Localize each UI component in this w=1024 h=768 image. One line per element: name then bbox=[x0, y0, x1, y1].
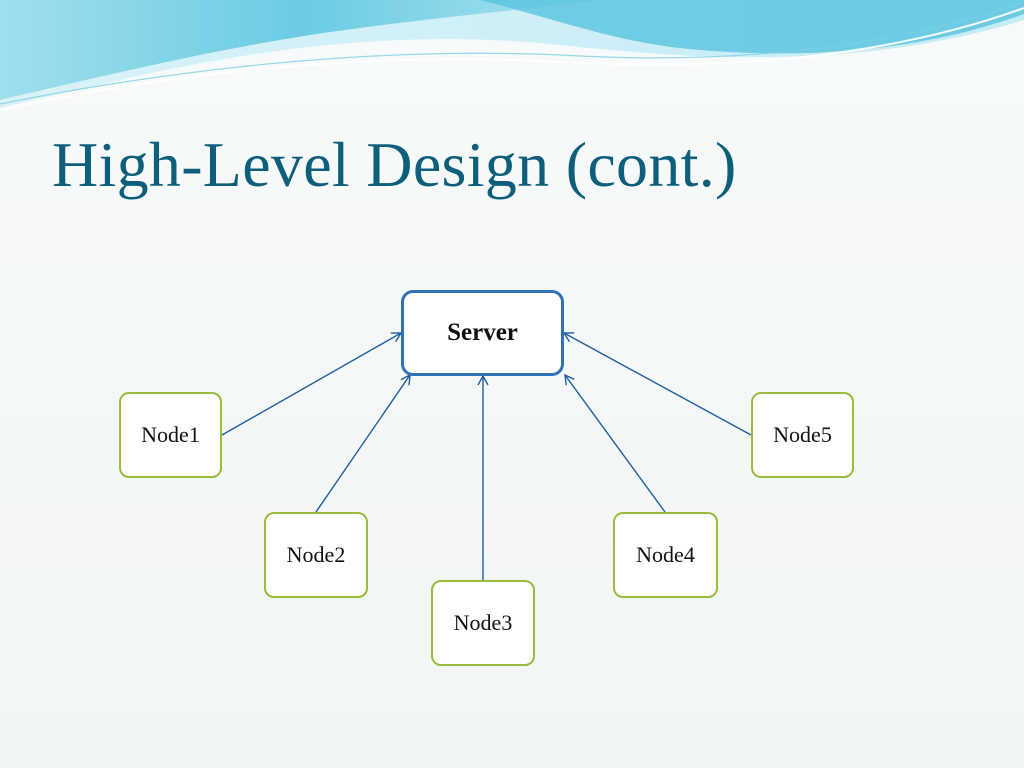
server-box: Server bbox=[401, 290, 564, 376]
node-box-1: Node1 bbox=[119, 392, 222, 478]
arrow-node1-to-server bbox=[221, 332, 403, 436]
wave-line-2 bbox=[0, 1, 1024, 105]
wave-right bbox=[480, 0, 1024, 54]
node-box-2: Node2 bbox=[264, 512, 368, 598]
slide-title: High-Level Design (cont.) bbox=[52, 129, 737, 200]
wave-line-1 bbox=[0, 7, 1024, 111]
arrow-node5-to-server bbox=[562, 332, 752, 436]
wave-front bbox=[0, 0, 600, 100]
arrow-node4-to-server bbox=[564, 373, 666, 513]
header-wave-decoration bbox=[0, 0, 1024, 111]
node-box-5: Node5 bbox=[751, 392, 854, 478]
node-box-4: Node4 bbox=[613, 512, 718, 598]
node-box-3: Node3 bbox=[431, 580, 535, 666]
arrow-node2-to-server bbox=[315, 373, 411, 513]
